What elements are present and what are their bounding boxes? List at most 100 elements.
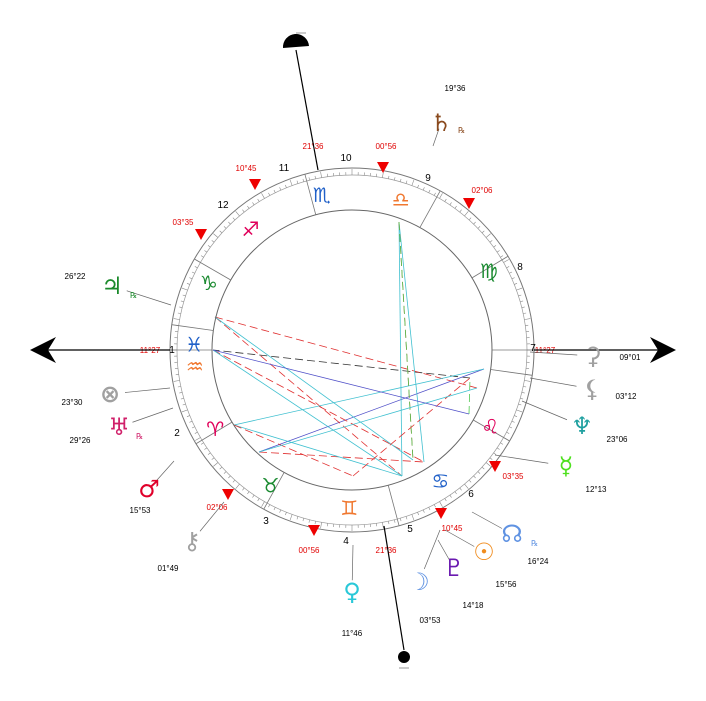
sign-aries-icon: ♈ xyxy=(206,417,224,441)
planet-venus[interactable]: ♀11°46 xyxy=(342,544,363,638)
degree-tick xyxy=(422,509,425,513)
house-number: 3 xyxy=(263,516,269,527)
cusp-marker-icon xyxy=(249,179,261,190)
planet-leader-line xyxy=(471,511,503,529)
degree-tick xyxy=(493,245,497,248)
degree-tick xyxy=(219,230,223,234)
degree-tick xyxy=(496,447,500,450)
planet-leader-line xyxy=(529,377,577,387)
degree-tick xyxy=(454,205,457,209)
degree-tick xyxy=(433,192,436,196)
degree-tick xyxy=(261,193,265,199)
cusp-degree-label: 21°36 xyxy=(376,546,398,555)
degree-tick xyxy=(308,519,310,523)
degree-tick xyxy=(320,522,322,529)
planet-ceres[interactable]: ⚳09°01 xyxy=(529,342,641,370)
lilith-icon: ⚸ xyxy=(583,375,601,403)
degree-tick xyxy=(285,512,287,516)
degree-tick xyxy=(179,392,183,394)
degree-tick xyxy=(285,184,287,188)
planet-leader-line xyxy=(124,387,171,393)
aspect-line xyxy=(214,316,478,389)
degree-tick xyxy=(518,294,522,297)
degree-tick xyxy=(302,178,305,182)
degree-tick xyxy=(191,426,195,429)
degree-tick xyxy=(521,306,525,308)
part-of-fortune-icon: ⊗ xyxy=(100,380,120,408)
tick-ring xyxy=(176,174,528,526)
degree-tick xyxy=(223,471,227,474)
planet-mercury[interactable]: ☿12°13 xyxy=(494,452,607,494)
degree-tick xyxy=(180,300,184,303)
planet-lilith[interactable]: ⚸03°12 xyxy=(529,375,637,403)
cusp-degree-label: 00°56 xyxy=(376,142,398,151)
planet-sun[interactable]: ☉15°56 xyxy=(444,529,517,589)
degree-tick xyxy=(506,266,510,269)
chiron-icon: ⚷ xyxy=(183,527,201,555)
degree-tick xyxy=(459,209,462,213)
degree-tick xyxy=(279,509,282,513)
degree-tick xyxy=(439,193,443,199)
planet-north-node[interactable]: ☊℞16°24 xyxy=(471,511,549,566)
planet-uranus[interactable]: ♅℞29°26 xyxy=(70,407,174,445)
planet-glyphs: ☉15°56☽03°53 ☿12°13 ♀11°46 ♂15°53 ♃℞26°22 ♄℞1… xyxy=(62,84,642,638)
degree-tick xyxy=(257,198,260,202)
degree-tick xyxy=(405,516,408,520)
outer-ring xyxy=(169,167,535,533)
degree-tick xyxy=(520,300,524,303)
planet-leader-line xyxy=(444,529,475,547)
house-number: 6 xyxy=(468,489,474,500)
planet-leader-line xyxy=(199,501,225,532)
degree-tick xyxy=(444,498,447,502)
aspect-line xyxy=(398,221,414,461)
aspect-line xyxy=(258,451,425,463)
degree-tick xyxy=(405,180,408,184)
degree-tick xyxy=(411,514,415,521)
degree-tick xyxy=(523,386,527,388)
cusp-degree-label: 10°45 xyxy=(236,164,258,173)
house-cusp-line xyxy=(471,255,509,279)
degree-tick xyxy=(314,521,316,525)
planet-degree-label: 19°36 xyxy=(445,84,467,93)
degree-tick xyxy=(468,217,472,221)
planet-moon[interactable]: ☽03°53 xyxy=(408,529,441,625)
degree-tick xyxy=(516,409,523,413)
house-number: 11 xyxy=(279,163,290,174)
degree-tick xyxy=(509,271,513,274)
planet-pluto[interactable]: ♇14°18 xyxy=(437,539,484,610)
ic-axis-line xyxy=(383,525,405,651)
degree-tick xyxy=(228,221,231,225)
degree-tick xyxy=(464,483,469,489)
degree-tick xyxy=(200,442,204,445)
degree-tick xyxy=(428,507,431,511)
aspect-line xyxy=(468,377,471,415)
sign-libra-icon: ♎ xyxy=(392,188,410,212)
planet-part-of-fortune[interactable]: ⊗23°30 xyxy=(62,380,171,408)
planet-neptune[interactable]: ♆23°06 xyxy=(521,400,628,444)
degree-tick xyxy=(273,507,276,511)
planet-degree-label: 15°53 xyxy=(130,506,152,515)
degree-tick xyxy=(211,457,215,460)
degree-tick xyxy=(439,501,443,507)
house-cusp-line xyxy=(304,174,317,215)
cusp-marker-icon xyxy=(195,229,207,240)
cusp-degree-label: 03°35 xyxy=(503,472,525,481)
degree-tick xyxy=(314,175,316,179)
degree-tick xyxy=(518,403,522,406)
degree-tick xyxy=(489,240,493,243)
degree-tick xyxy=(268,192,271,196)
degree-tick xyxy=(481,466,485,470)
degree-tick xyxy=(422,187,425,191)
planet-jupiter[interactable]: ♃℞26°22 xyxy=(65,272,172,306)
aspect-line xyxy=(233,424,403,477)
house-number: 8 xyxy=(517,262,523,273)
sign-scorpio-icon: ♏ xyxy=(313,183,331,207)
degree-tick xyxy=(459,487,462,491)
degree-tick xyxy=(232,217,236,221)
planet-saturn[interactable]: ♄℞19°36 xyxy=(430,84,467,147)
planet-chiron[interactable]: ⚷01°49 xyxy=(158,501,225,573)
degree-tick xyxy=(477,471,481,474)
planet-mars[interactable]: ♂15°53 xyxy=(130,460,175,515)
zodiac-rings xyxy=(169,167,535,533)
